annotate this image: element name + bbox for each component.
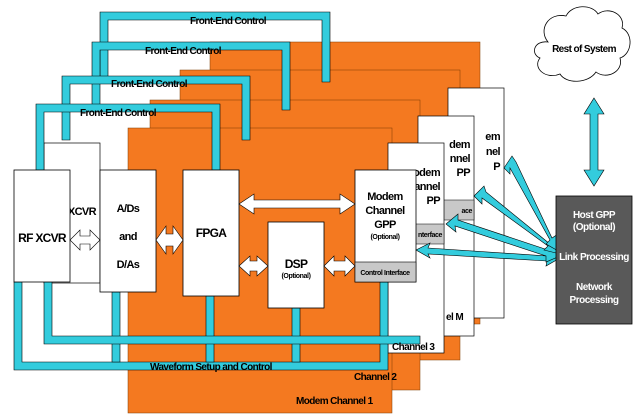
rf-xcvr-block (13, 169, 71, 283)
back-rf-label: XCVR (68, 206, 97, 218)
arrow-fpga-gpp (238, 193, 356, 215)
ad-block (99, 169, 157, 293)
back-gpp-2-line1: odem (413, 167, 441, 179)
front-end-control-labels: Front-End Control Front-End Control Fron… (80, 16, 267, 119)
gpp-label-line1: Modem (367, 191, 403, 203)
rf-xcvr-label: RF XCVR (18, 231, 67, 245)
dsp-block (267, 221, 325, 309)
back-gpp-m-line3: P (493, 161, 500, 173)
host-line5: Processing (570, 295, 619, 306)
back-gpp-3-line2: nnel (450, 153, 471, 165)
fpga-block (182, 169, 240, 297)
fe-label-4: Front-End Control (80, 108, 157, 119)
fe-label-3: Front-End Control (111, 79, 188, 90)
host-line2: (Optional) (573, 222, 615, 233)
ad-label-line2: and (119, 231, 137, 243)
arrow-rf-ad (69, 229, 101, 251)
arrow-cloud-host (583, 97, 605, 187)
back-gpp-m-line2: nel (486, 146, 501, 158)
back-iface-3: ace (462, 208, 473, 215)
fe-label-2: Front-End Control (145, 46, 222, 57)
ad-label-line3: D/As (117, 259, 140, 271)
back-gpp-m-line1: em (485, 131, 501, 143)
gpp-label-line3: GPP (374, 219, 396, 231)
back-gpp-3-line3: PP (457, 167, 471, 179)
host-line3: Link Processing (559, 252, 629, 263)
arrow-dsp-gpp (323, 255, 356, 277)
control-interface-box (354, 261, 417, 283)
arrow-gpp-host-4 (503, 155, 561, 253)
host-gpp-block: Host GPP (Optional) Link Processing Netw… (555, 195, 633, 325)
arrow-ad-fpga (155, 225, 184, 255)
waveform-bus-dsp-drop (291, 307, 301, 363)
rest-of-system-cloud: Rest of System (534, 6, 631, 82)
channel-2-label: Channel 2 (354, 372, 397, 383)
cloud-label: Rest of System (552, 44, 617, 55)
modem-channel-labels: Modem Channel 1 Channel 2 Channel 3 el M (296, 312, 464, 407)
cloud-shape (534, 6, 631, 82)
back-channel-blocks: em nel P dem nnel PP ace odem hannel PP … (43, 87, 505, 354)
host-line4: Network (576, 282, 613, 293)
host-gpp-box (555, 195, 633, 325)
host-link-arrows (415, 155, 561, 267)
data-path-arrows (69, 193, 356, 277)
fpga-label: FPGA (196, 226, 228, 240)
front-end-control-buses (35, 11, 331, 171)
waveform-bus-ad-drop (111, 291, 121, 363)
back-gpp-2-line3: PP (427, 195, 441, 207)
dsp-label: DSP (285, 257, 308, 271)
front-blocks: RF XCVR A/Ds and D/As FPGA DSP (Optional… (13, 169, 417, 309)
fe-bus-3 (61, 75, 251, 141)
dsp-sublabel: (Optional) (281, 273, 310, 280)
channel-1-label: Modem Channel 1 (296, 396, 374, 407)
gpp-label-line2: Channel (365, 205, 405, 217)
channel-3-label: Channel 3 (392, 342, 435, 353)
ad-label-line1: A/Ds (117, 203, 140, 215)
channel-m-label: el M (446, 312, 463, 323)
fe-label-1: Front-End Control (190, 16, 267, 27)
waveform-bus-fpga-drop (205, 295, 215, 363)
host-line1: Host GPP (573, 210, 616, 221)
control-interface-label: Control Interface (360, 270, 410, 277)
arrow-fpga-dsp (238, 255, 269, 277)
waveform-label: Waveform Setup and Control (150, 362, 273, 373)
back-iface-2: nterface (418, 232, 443, 239)
gpp-sublabel: (Optional) (370, 234, 399, 241)
back-gpp-3-line1: dem (449, 139, 471, 151)
